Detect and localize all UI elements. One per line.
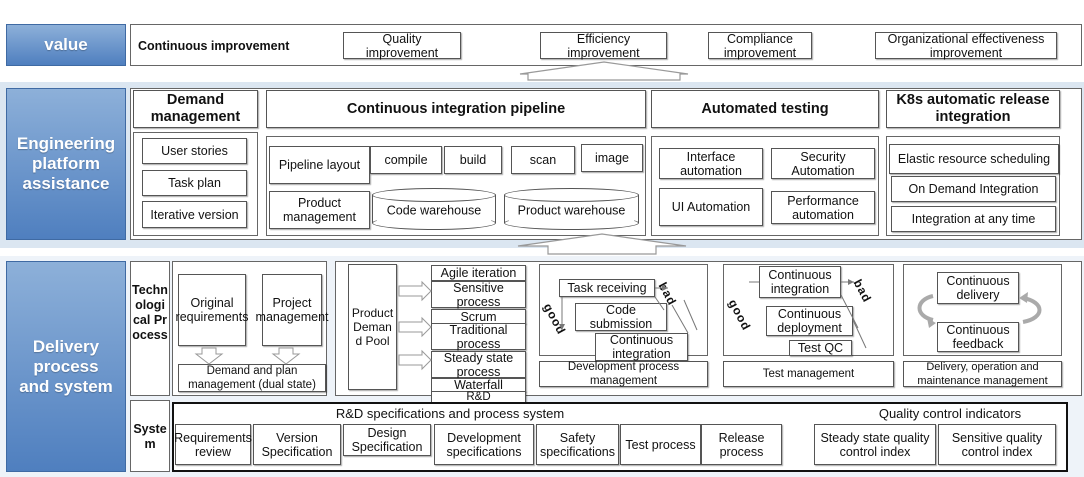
section-delivery: Delivery process and system <box>6 261 126 472</box>
rd-safety-spec: Safety specifications <box>536 424 619 465</box>
k8s-elastic-resource: Elastic resource scheduling <box>889 144 1059 174</box>
original-requirements: Original requirements <box>176 274 248 346</box>
rd-release-process: Release process <box>701 424 782 465</box>
at-interface-automation: Interface automation <box>659 148 763 179</box>
rd-test-process: Test process <box>620 424 701 465</box>
value-quality: Quality improvement <box>343 32 461 60</box>
automated-testing-header: Automated testing <box>651 90 879 128</box>
section-engineering: Engineering platform assistance <box>6 88 126 240</box>
qc-title: Quality control indicators <box>878 406 1022 421</box>
qc-sensitive: Sensitive quality control index <box>938 424 1056 465</box>
dev-continuous-integration: Continuous integration <box>595 333 688 361</box>
mode-traditional: Traditional process <box>431 323 526 351</box>
product-warehouse-label: Product warehouse <box>517 203 626 218</box>
k8s-header: K8s automatic release integration <box>886 90 1060 128</box>
ci-code-warehouse: Code warehouse <box>372 188 496 230</box>
demand-plan-management: Demand and plan management (dual state) <box>178 364 326 392</box>
system-label-panel <box>130 400 170 472</box>
test-continuous-integration: Continuous integration <box>759 266 841 298</box>
continuous-improvement: Continuous improvement <box>138 39 290 53</box>
k8s-on-demand: On Demand Integration <box>891 176 1056 202</box>
k8s-any-time: Integration at any time <box>891 206 1056 232</box>
dev-process-caption: Development process management <box>539 361 708 387</box>
system-label: System <box>133 422 167 451</box>
tech-label-panel <box>130 261 170 396</box>
at-performance-automation: Performance automation <box>771 191 875 224</box>
project-management: Project management <box>256 274 329 346</box>
delivery-ops-caption: Delivery, operation and maintenance mana… <box>903 361 1062 387</box>
value-compliance: Compliance improvement <box>708 32 812 60</box>
tech-process-label: Technological Process <box>132 283 168 342</box>
dm-iterative-version: Iterative version <box>142 201 247 228</box>
demand-management-header: Demand management <box>133 90 258 128</box>
mode-agile: Agile iteration <box>431 265 526 281</box>
mode-steady: Steady state process <box>431 351 526 379</box>
rd-version-spec: Version Specification <box>253 424 341 465</box>
rd-spec-title: R&D specifications and process system <box>335 406 565 421</box>
value-organizational: Organizational effectiveness improvement <box>875 32 1057 60</box>
ci-step-image: image <box>581 144 643 172</box>
rd-requirements-review: Requirements review <box>174 424 252 465</box>
ci-pipeline-header: Continuous integration pipeline <box>266 90 646 128</box>
mode-waterfall: Waterfall <box>431 378 526 392</box>
dm-task-plan: Task plan <box>142 170 247 196</box>
product-demand-pool: Product Demand Pool <box>348 264 397 390</box>
ci-step-build: build <box>444 146 502 174</box>
test-continuous-deployment: Continuous deployment <box>766 306 853 336</box>
at-ui-automation: UI Automation <box>659 188 763 226</box>
ci-pipeline-layout: Pipeline layout <box>269 146 370 184</box>
qc-steady-state: Steady state quality control index <box>814 424 936 465</box>
dev-code-submission: Code submission <box>575 303 667 331</box>
continuous-delivery: Continuous delivery <box>937 272 1019 304</box>
dm-user-stories: User stories <box>142 138 247 164</box>
ci-step-compile: compile <box>370 146 442 174</box>
at-security-automation: Security Automation <box>771 148 875 179</box>
rd-design-spec: Design Specification <box>343 424 431 456</box>
ci-product-management: Product management <box>269 191 370 229</box>
test-qc: Test QC <box>789 340 852 356</box>
continuous-feedback: Continuous feedback <box>937 322 1019 352</box>
dev-task-receiving: Task receiving <box>559 279 655 297</box>
mode-sensitive: Sensitive process <box>431 281 526 309</box>
value-efficiency: Efficiency improvement <box>540 32 667 60</box>
test-caption: Test management <box>723 361 894 387</box>
code-warehouse-label: Code warehouse <box>386 203 482 218</box>
ci-step-scan: scan <box>511 146 575 174</box>
rd-development-spec: Development specifications <box>434 424 534 465</box>
section-value: value <box>6 24 126 66</box>
ci-product-warehouse: Product warehouse <box>504 188 639 230</box>
